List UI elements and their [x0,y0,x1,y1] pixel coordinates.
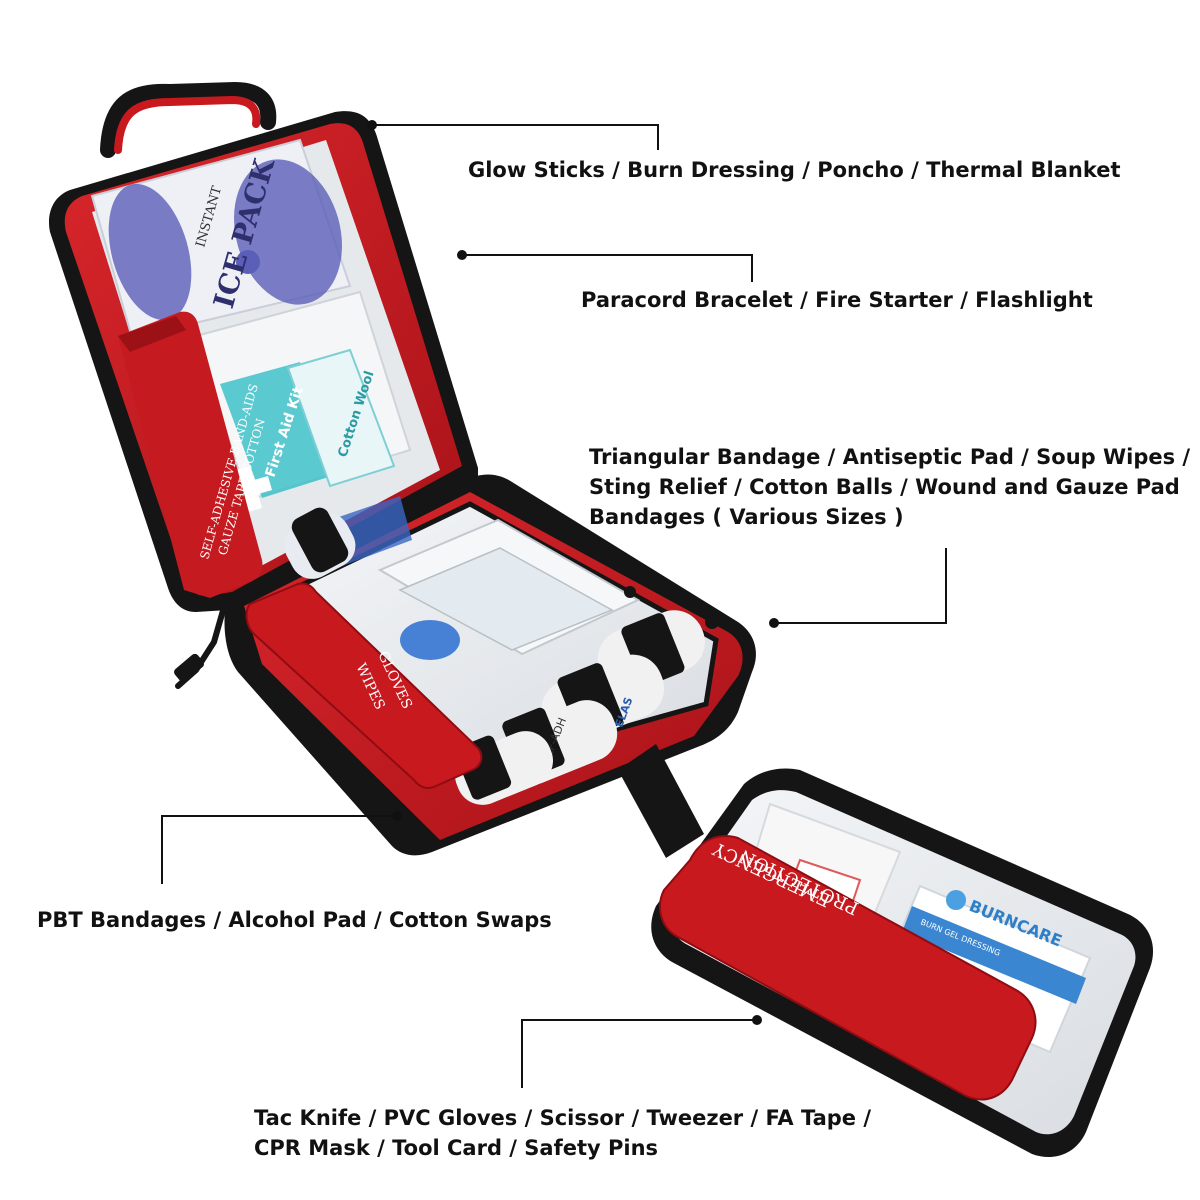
callout-middle-line-3: Bandages ( Various Sizes ) [589,505,904,529]
callout-left: PBT Bandages / Alcohol Pad / Cotton Swap… [37,905,552,935]
zipper-pull-right [624,586,719,629]
callout-bottom: Tac Knife / PVC Gloves / Scissor / Tweez… [254,1103,871,1163]
leader-upper [457,250,753,282]
callout-upper-line: Paracord Bracelet / Fire Starter / Flash… [581,288,1093,312]
callout-top-line: Glow Sticks / Burn Dressing / Poncho / T… [468,158,1121,182]
callout-middle-line-2: Sting Relief / Cotton Balls / Wound and … [589,475,1180,499]
callout-bottom-line-2: CPR Mask / Tool Card / Safety Pins [254,1136,659,1160]
leader-bottom [521,1015,762,1088]
callout-leaders [161,120,947,1088]
leader-left [161,811,402,884]
lid-packets: First Aid Kit Cotton Wool [194,290,412,512]
bandage-rolls: ELAS SELF-ADH [454,610,705,805]
callout-middle: Triangular Bandage / Antiseptic Pad / So… [589,442,1190,532]
front-pocket: GLOVES WIPES [245,582,483,789]
carry-handle [100,81,277,158]
zipper-pull-left [174,597,229,689]
tray-items [284,496,641,660]
callout-bottom-line-1: Tac Knife / PVC Gloves / Scissor / Tweez… [254,1106,871,1130]
flap-strap [618,744,704,858]
leader-middle [769,548,947,628]
ice-pack: INSTANT ICE PACK [90,138,352,340]
callout-middle-line-1: Triangular Bandage / Antiseptic Pad / So… [589,445,1191,469]
leader-top [367,120,659,150]
callout-top: Glow Sticks / Burn Dressing / Poncho / T… [468,155,1121,185]
callout-upper: Paracord Bracelet / Fire Starter / Flash… [581,285,1093,315]
callout-left-line: PBT Bandages / Alcohol Pad / Cotton Swap… [37,908,552,932]
